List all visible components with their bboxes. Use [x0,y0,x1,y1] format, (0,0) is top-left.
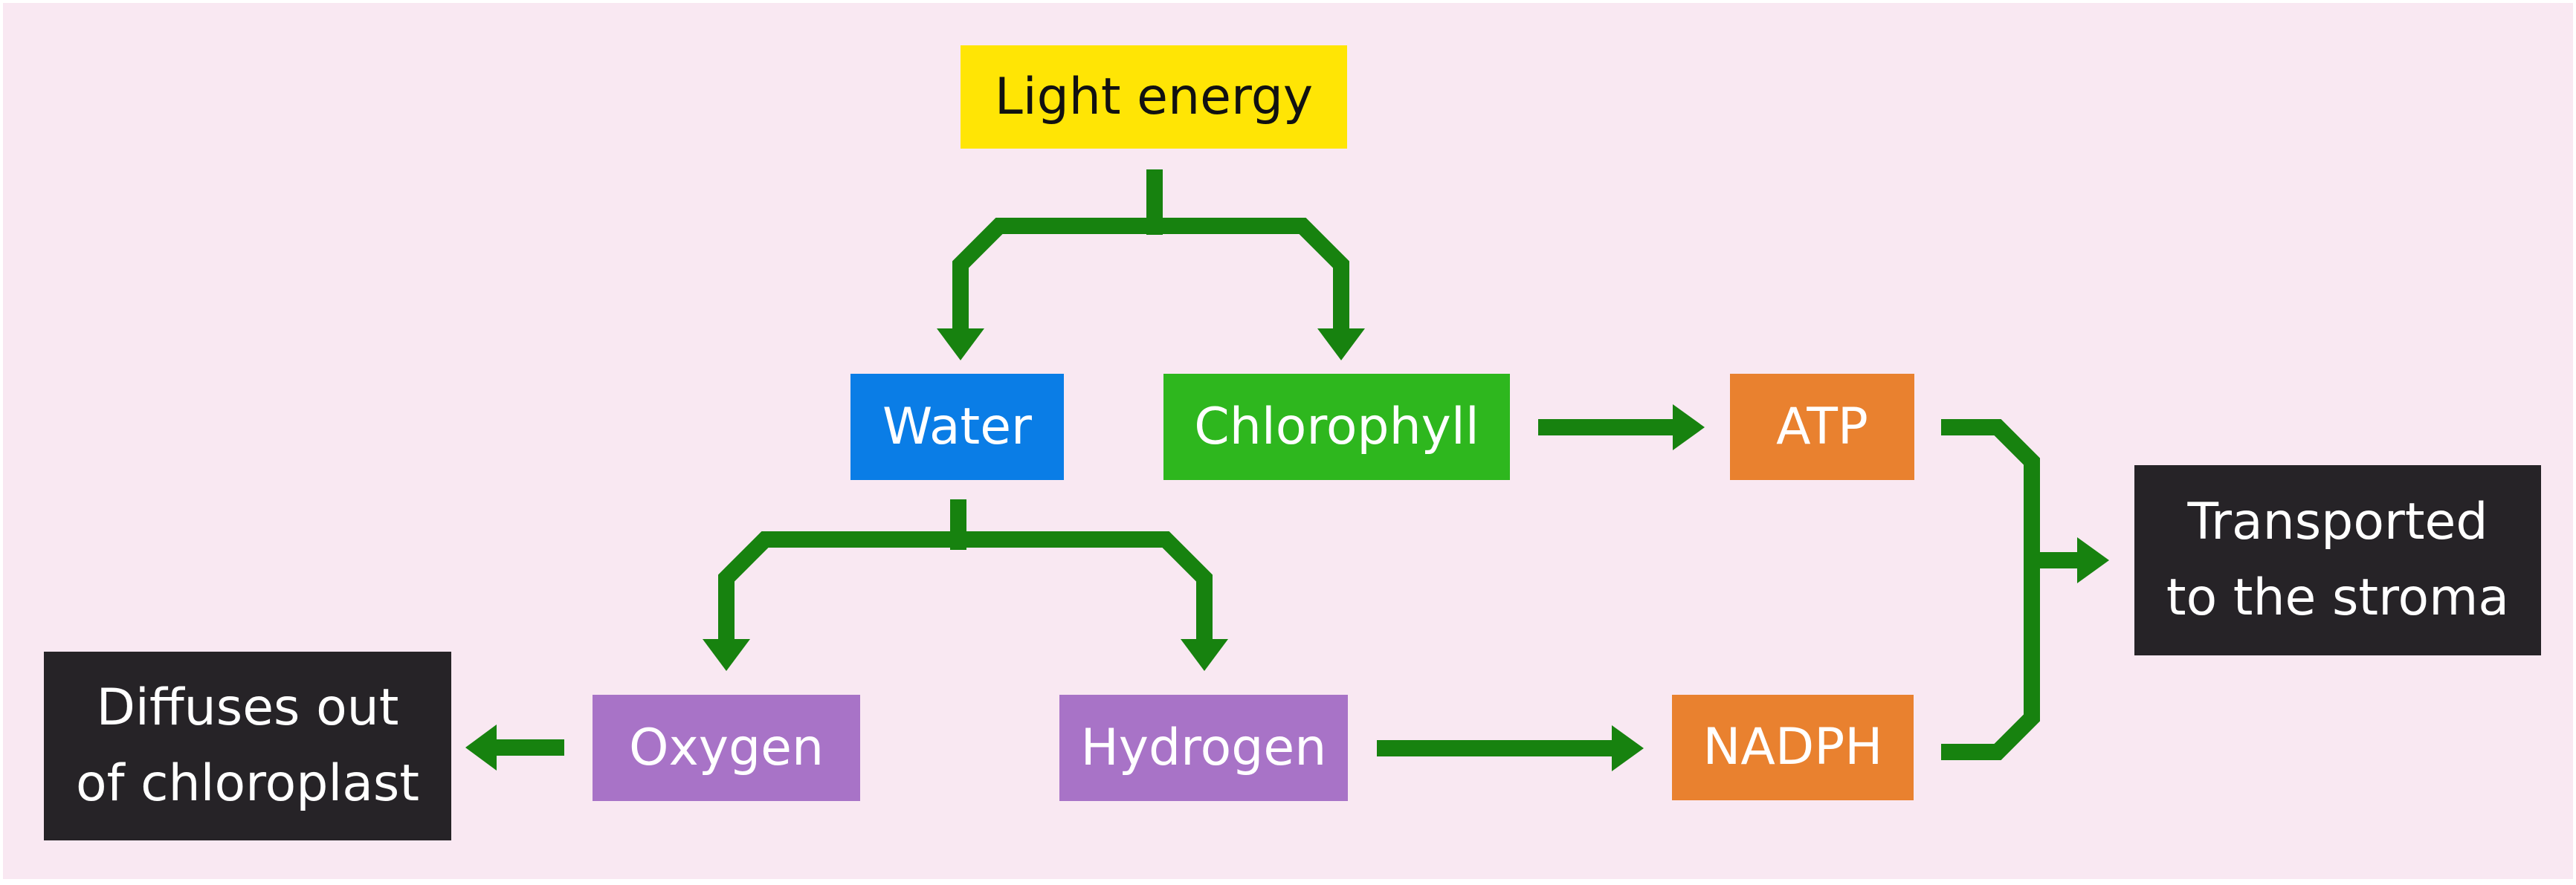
arrowhead-to-stroma-icon [2077,537,2109,583]
node-diffuses-out: Diffuses out of chloroplast [44,652,451,840]
node-transported-stroma: Transported to the stroma [2134,465,2541,655]
arrowhead-to-hydrogen-icon [1181,639,1228,671]
node-hydrogen-label: Hydrogen [1080,718,1327,777]
arrowhead-to-oxygen-icon [703,639,750,671]
node-oxygen-label: Oxygen [628,718,824,777]
node-atp: ATP [1730,374,1914,480]
node-light-energy-label: Light energy [994,67,1314,126]
node-diffuses-out-line2: of chloroplast [75,754,420,813]
node-water: Water [850,374,1064,480]
node-light-energy: Light energy [961,45,1347,149]
node-transported-stroma-line2: to the stroma [2166,568,2510,627]
bracket-atp-nadph [1941,419,2040,760]
arrowhead-to-diffuses-icon [465,724,497,771]
node-hydrogen: Hydrogen [1059,695,1348,801]
node-chlorophyll-label: Chlorophyll [1194,397,1479,456]
connector-layer [465,169,2109,771]
node-diffuses-out-line1: Diffuses out [96,678,399,737]
arrowhead-to-chlorophyll-icon [1317,328,1365,360]
arrowhead-to-nadph-icon [1612,725,1644,771]
node-transported-stroma-line1: Transported [2187,493,2488,551]
arrow-water-to-oxygen-hydrogen [718,531,1213,641]
node-chlorophyll: Chlorophyll [1163,374,1510,480]
node-nadph-label: NADPH [1702,718,1883,777]
node-oxygen: Oxygen [593,695,860,801]
diagram-background: Light energy Water Chlorophyll ATP Oxyge… [3,3,2573,879]
node-nadph: NADPH [1672,695,1914,800]
arrowhead-to-atp-icon [1673,404,1705,450]
arrowhead-to-water-icon [937,328,984,360]
node-water-label: Water [882,397,1032,456]
arrow-light-to-water-chlorophyll [952,218,1349,330]
node-atp-label: ATP [1776,397,1868,456]
